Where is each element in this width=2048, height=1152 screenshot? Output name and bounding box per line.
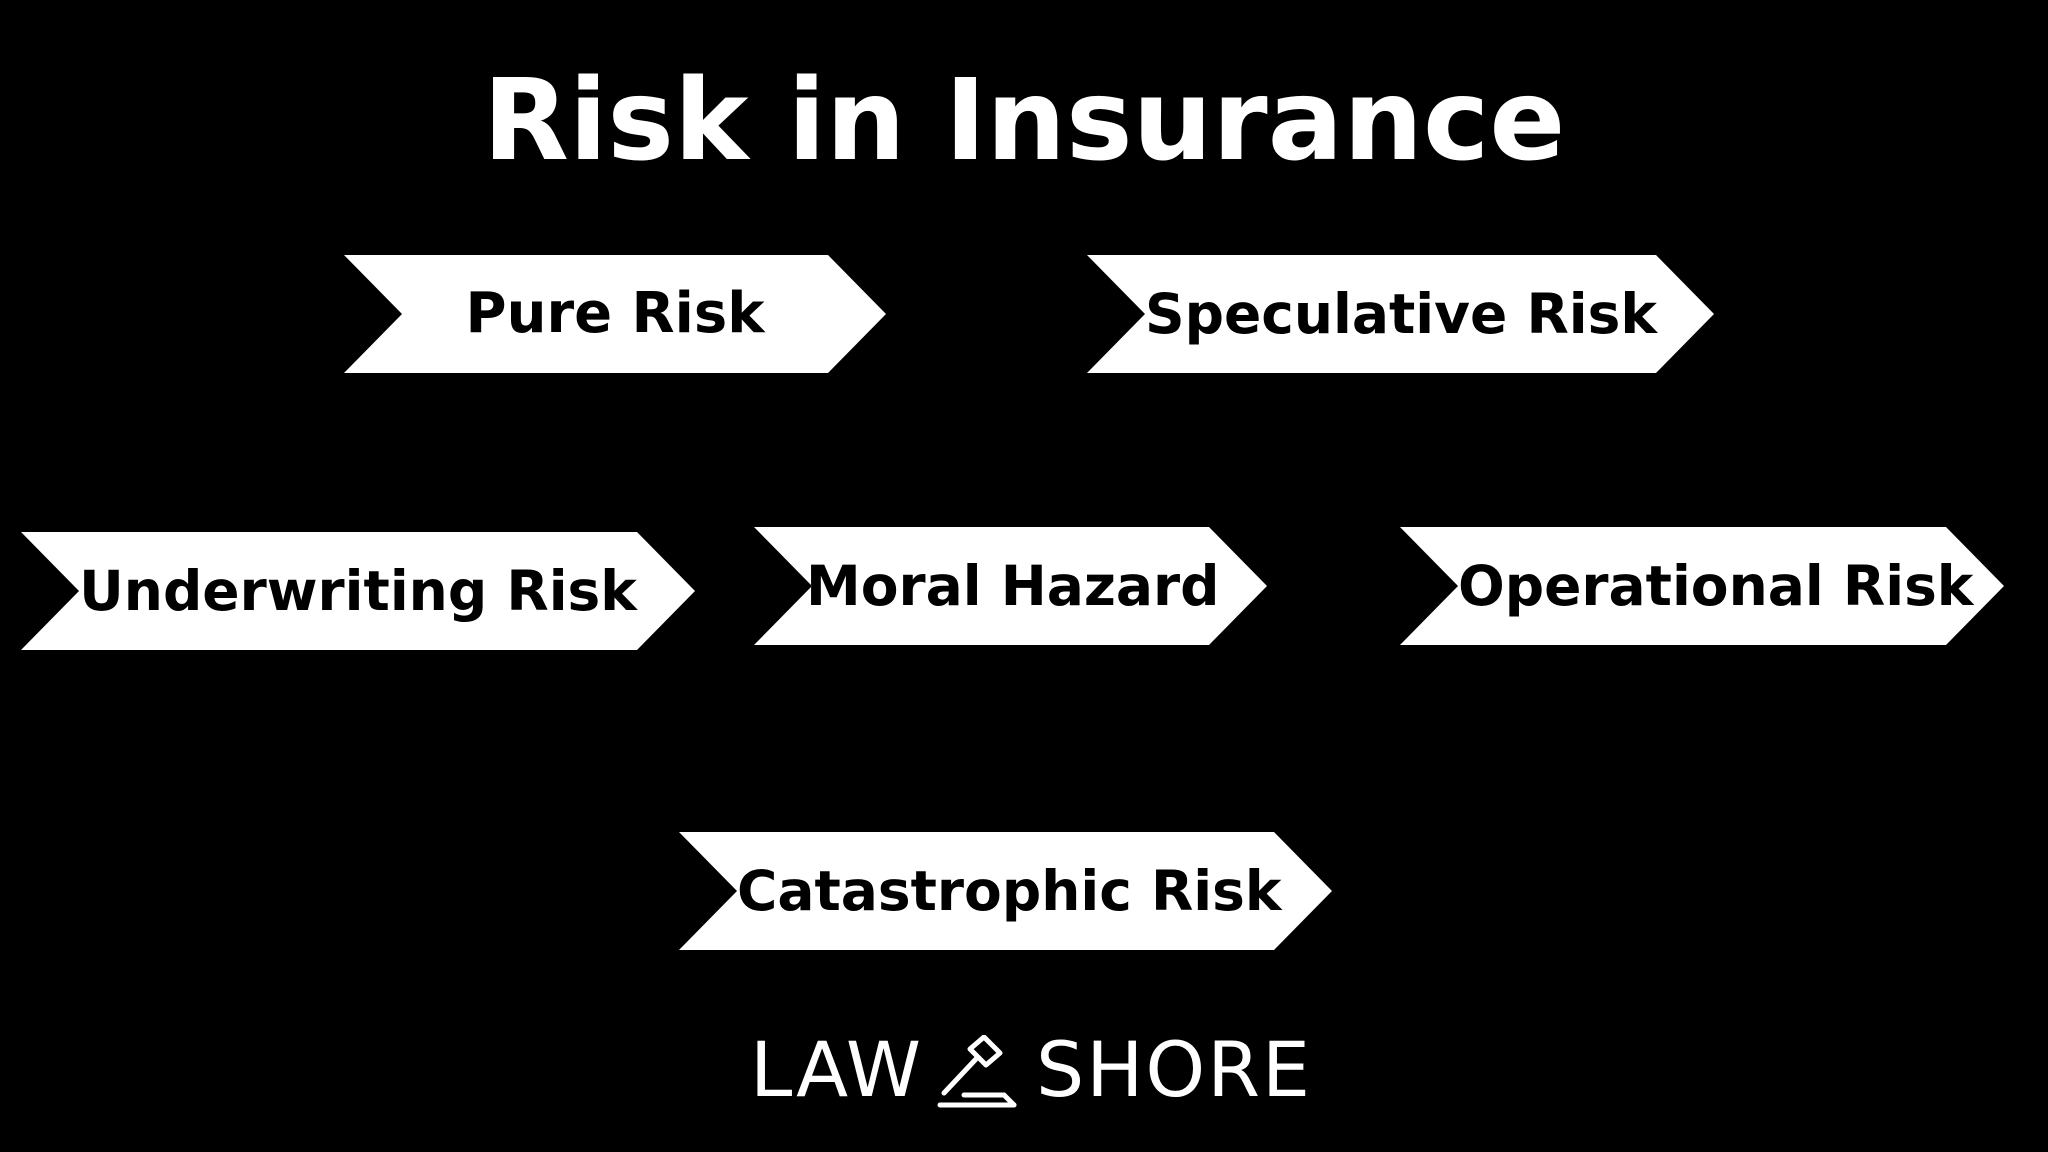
logo-word-shore: SHORE (1036, 1025, 1313, 1114)
chevron-label-operational-risk: Operational Risk (1458, 554, 1974, 618)
chevron-label-speculative-risk: Speculative Risk (1145, 282, 1657, 346)
brand-logo: LAW SHORE (750, 1025, 1310, 1115)
chevron-label-underwriting-risk: Underwriting Risk (79, 559, 637, 623)
gavel-icon (937, 1035, 1017, 1108)
chevron-label-moral-hazard: Moral Hazard (806, 554, 1220, 618)
chevron-speculative-risk: Speculative Risk (1087, 255, 1714, 373)
page-title: Risk in Insurance (482, 56, 1566, 186)
chevron-underwriting-risk: Underwriting Risk (21, 532, 695, 650)
chevron-moral-hazard: Moral Hazard (754, 527, 1267, 645)
chevron-catastrophic-risk: Catastrophic Risk (679, 832, 1332, 950)
chevron-operational-risk: Operational Risk (1400, 527, 2004, 645)
chevron-pure-risk: Pure Risk (344, 255, 886, 373)
chevron-label-catastrophic-risk: Catastrophic Risk (737, 859, 1282, 923)
chevron-label-pure-risk: Pure Risk (465, 281, 765, 346)
logo-word-law: LAW (750, 1025, 924, 1114)
